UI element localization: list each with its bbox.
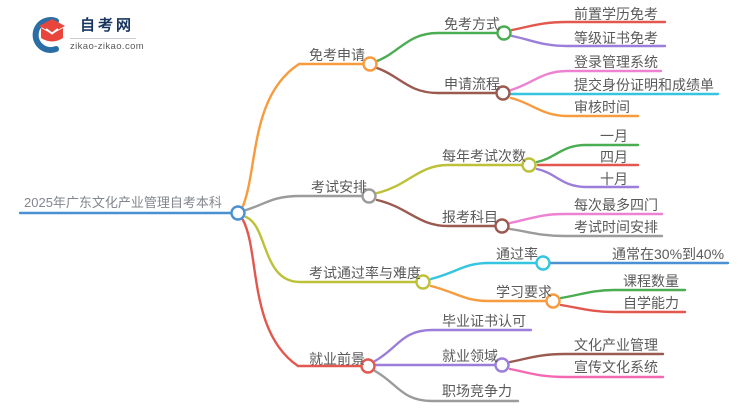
node-october[interactable]: 十月	[600, 171, 628, 187]
node-certificate-exemption[interactable]: 等级证书免考	[574, 30, 658, 46]
toggle-study-requirements[interactable]	[545, 293, 561, 309]
logo-site-name: 自考网	[80, 17, 135, 34]
node-submit-id-transcript[interactable]: 提交身份证明和成绩单	[574, 77, 714, 93]
edge-to-study-requirements	[429, 284, 548, 303]
toggle-career-prospects[interactable]	[360, 358, 376, 374]
edge-to-prior-degree-exemption	[510, 20, 667, 32]
edge-to-login-system	[509, 69, 663, 92]
edge-root-to-exemption-application	[241, 62, 365, 208]
node-pass-rate-difficulty[interactable]: 考试通过率与难度	[309, 265, 421, 281]
node-pass-rate[interactable]: 通过率	[496, 246, 538, 262]
toggle-exemption-methods[interactable]	[496, 25, 512, 41]
edge-to-october	[535, 167, 640, 189]
node-exam-schedule[interactable]: 考试安排	[311, 179, 367, 195]
node-exam-timetable[interactable]: 考试时间安排	[574, 219, 658, 235]
toggle-pass-rate-difficulty[interactable]	[415, 274, 431, 290]
edge-to-diploma-recognition	[373, 328, 533, 363]
node-exams-per-year[interactable]: 每年考试次数	[442, 148, 526, 164]
node-application-process[interactable]: 申请流程	[444, 76, 500, 92]
node-employment-fields[interactable]: 就业领域	[442, 348, 498, 364]
edge-to-course-count	[559, 288, 687, 300]
toggle-root[interactable]	[230, 205, 246, 221]
edge-root-to-exam-schedule	[244, 194, 364, 212]
node-propaganda-culture-system[interactable]: 宣传文化系统	[574, 359, 658, 375]
edge-to-review-time	[509, 96, 640, 118]
node-diploma-recognition[interactable]: 毕业证书认可	[442, 313, 526, 329]
node-pass-rate-range[interactable]: 通常在30%到40%	[612, 246, 725, 262]
toggle-pass-rate[interactable]	[535, 255, 551, 271]
edge-root-to-career-prospects	[241, 218, 363, 368]
edge-root-to-pass-rate-difficulty	[244, 215, 418, 284]
edge-to-cultural-industry-management	[508, 352, 665, 364]
edge-to-exemption-methods	[375, 31, 499, 63]
edge-to-application-process	[375, 66, 497, 95]
toggle-exam-schedule[interactable]	[361, 188, 377, 204]
node-exemption-application[interactable]: 免考申请	[309, 47, 365, 63]
edge-to-certificate-exemption	[510, 34, 667, 48]
edge-to-exams-per-year	[375, 163, 524, 195]
toggle-exemption-application[interactable]	[362, 56, 378, 72]
node-career-prospects[interactable]: 就业前景	[309, 351, 365, 367]
edge-to-propaganda-culture-system	[508, 367, 665, 379]
toggle-exam-subjects[interactable]	[494, 218, 510, 234]
toggle-application-process[interactable]	[495, 85, 511, 101]
node-prior-degree-exemption[interactable]: 前置学历免考	[574, 6, 658, 22]
node-january[interactable]: 一月	[600, 128, 628, 144]
node-workplace-competitiveness[interactable]: 职场竞争力	[442, 383, 512, 399]
node-april[interactable]: 四月	[600, 149, 628, 165]
edge-to-exam-timetable	[508, 227, 664, 238]
graduation-cap-icon	[32, 17, 65, 53]
edge-to-workplace-competitiveness	[373, 369, 520, 403]
node-course-count[interactable]: 课程数量	[623, 273, 679, 289]
node-exemption-methods[interactable]: 免考方式	[444, 16, 500, 32]
site-logo: 自考网 zikao-zikao.com	[28, 12, 144, 56]
edge-to-self-study-ability	[559, 303, 687, 314]
node-login-system[interactable]: 登录管理系统	[574, 54, 658, 70]
edge-to-pass-rate	[429, 261, 538, 281]
node-cultural-industry-management[interactable]: 文化产业管理	[574, 337, 658, 353]
node-review-time[interactable]: 审核时间	[574, 99, 630, 115]
edge-to-exam-subjects	[375, 198, 497, 228]
toggle-exams-per-year[interactable]	[521, 157, 537, 173]
node-max-four-courses[interactable]: 每次最多四门	[574, 197, 658, 213]
logo-divider	[70, 38, 136, 39]
toggle-employment-fields[interactable]	[494, 357, 510, 373]
node-study-requirements[interactable]: 学习要求	[496, 284, 552, 300]
edge-to-january	[535, 143, 640, 164]
edge-to-max-four-courses	[508, 212, 664, 225]
node-root-title[interactable]: 2025年广东文化产业管理自考本科	[24, 195, 222, 210]
logo-text-block: 自考网 zikao-zikao.com	[70, 12, 144, 52]
node-exam-subjects[interactable]: 报考科目	[442, 209, 498, 225]
logo-site-url: zikao-zikao.com	[70, 41, 145, 52]
node-self-study-ability[interactable]: 自学能力	[623, 295, 679, 311]
